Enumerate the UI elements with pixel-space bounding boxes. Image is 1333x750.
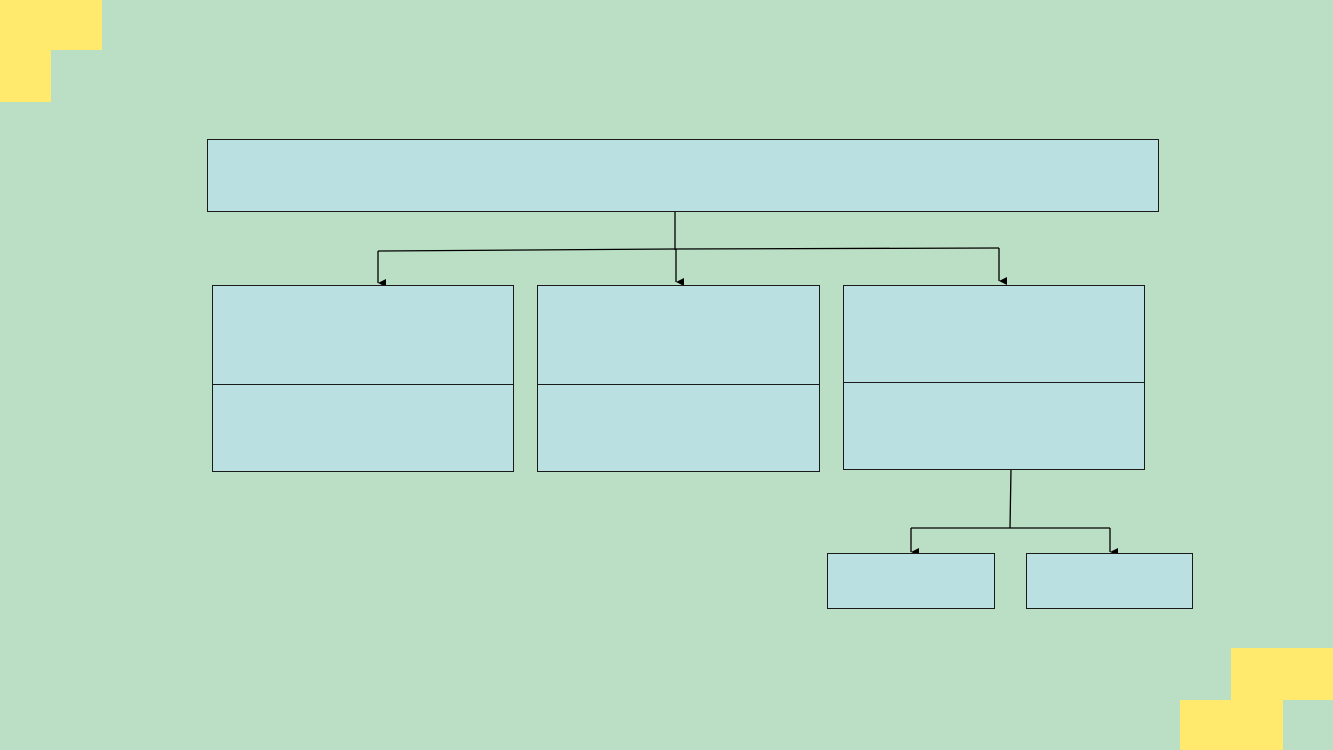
level1-box-1-bottom [212, 384, 514, 472]
level1-box-3-bottom [843, 382, 1145, 470]
connector-box3-stem [1009, 468, 1012, 529]
level2-box-2 [1026, 553, 1193, 609]
level1-box-2-bottom [537, 384, 820, 472]
level2-box-1 [827, 553, 995, 609]
decor-bottom-right-block-b [1180, 700, 1283, 750]
decor-bottom-right-block-a [1231, 648, 1333, 700]
level1-box-2-top [537, 285, 820, 385]
connector-root-bus [377, 247, 1000, 252]
decor-top-left-block-a [0, 0, 102, 50]
level1-box-3-top [843, 285, 1145, 383]
root-box [207, 139, 1159, 212]
level1-box-1-top [212, 285, 514, 385]
decor-top-left-block-b [0, 50, 51, 102]
